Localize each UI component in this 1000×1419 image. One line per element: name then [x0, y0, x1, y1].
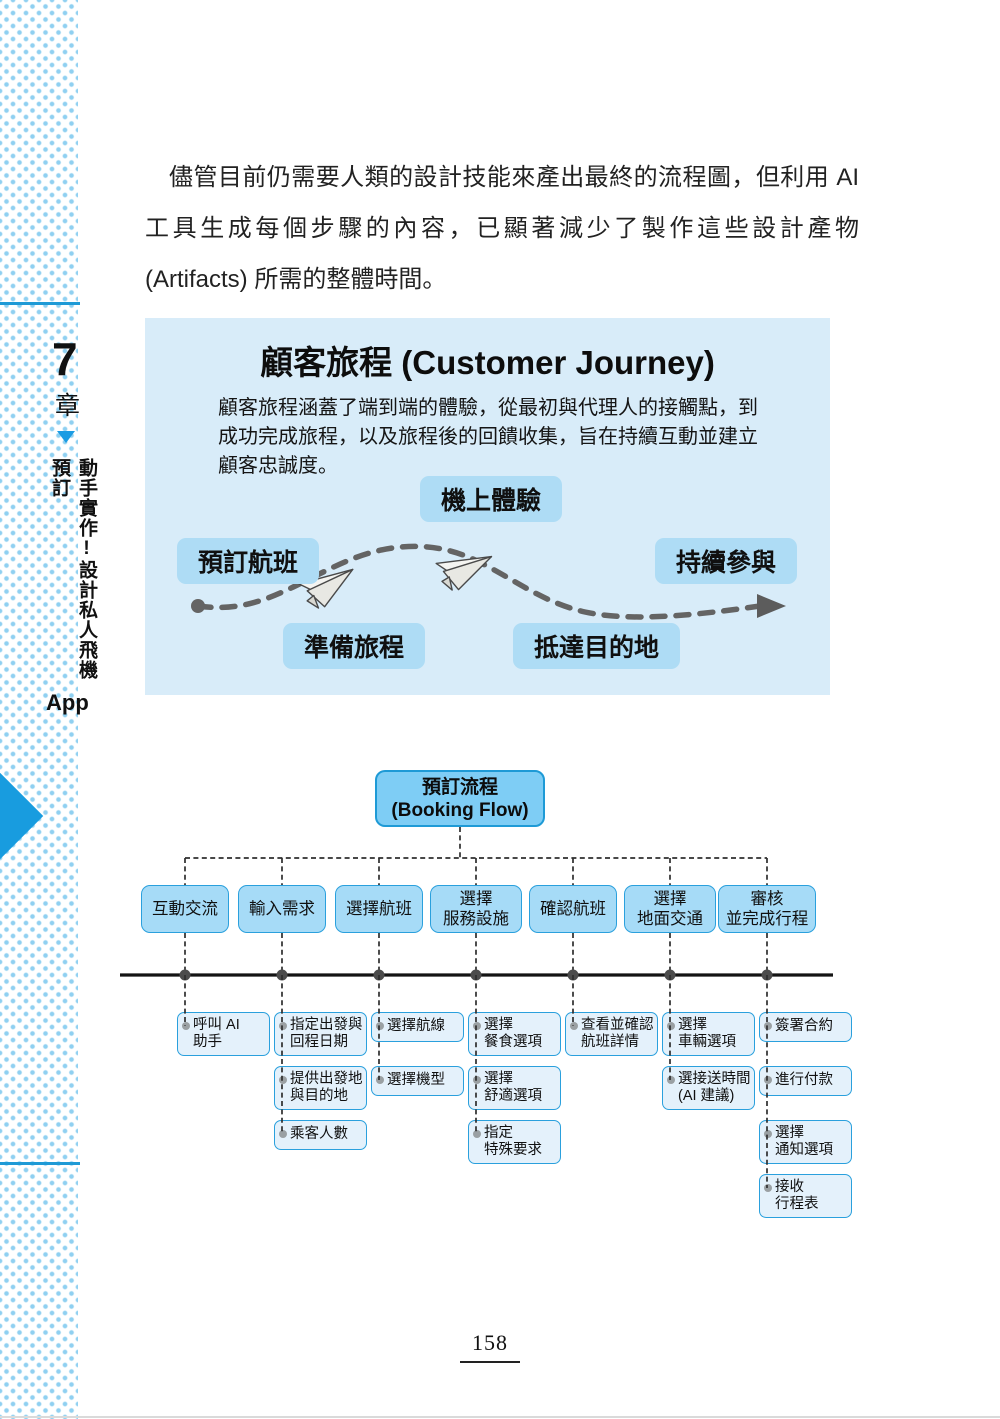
flow-task: 接收行程表: [759, 1174, 852, 1218]
strip-divider-bottom: [0, 1162, 80, 1165]
chapter-arrow-icon: [57, 431, 75, 443]
journey-stage-bottom-right: 抵達目的地: [513, 623, 681, 669]
journey-stage-top: 機上體驗: [420, 476, 563, 522]
flow-task: 簽署合約: [759, 1012, 852, 1042]
journey-title: 顧客旅程 (Customer Journey): [260, 344, 715, 381]
page-number: 158: [472, 1330, 508, 1355]
flow-stage-6: 選擇地面交通: [624, 885, 716, 933]
dotted-pattern-strip: [0, 0, 78, 1419]
journey-path-graphic: [191, 543, 786, 620]
journey-stage-left: 預訂航班: [177, 538, 320, 584]
flow-task: 選擇通知選項: [759, 1120, 852, 1164]
flow-stage-3: 選擇航班: [335, 885, 423, 933]
flow-task: 選擇航線: [371, 1012, 464, 1042]
flow-stage-2: 輸入需求: [238, 885, 326, 933]
flow-task: 指定出發與回程日期: [274, 1012, 367, 1056]
journey-start-dot: [191, 599, 205, 613]
flow-stage-1: 互動交流: [141, 885, 229, 933]
intro-paragraph: 儘管目前仍需要人類的設計技能來產出最終的流程圖，但利用 AI 工具生成每個步驟的…: [145, 164, 859, 293]
journey-stage-bottom-left: 準備旅程: [283, 623, 426, 669]
strip-divider-top: [0, 302, 80, 305]
page-bottom-edge: [0, 1416, 1000, 1418]
flow-task: 指定特殊要求: [468, 1120, 561, 1164]
flow-task: 乘客人數: [274, 1120, 367, 1150]
journey-stage-right: 持續參與: [655, 538, 798, 584]
flow-stage-4: 選擇服務設施: [430, 885, 522, 933]
page-number-rule: [460, 1361, 520, 1363]
paper-plane-icon: [298, 568, 354, 609]
journey-arrowhead-icon: [757, 594, 786, 618]
flow-task: 選擇舒適選項: [468, 1066, 561, 1110]
chapter-title-vertical: 動手實作!設計私人飛機預訂: [49, 458, 97, 680]
flow-task: 選擇機型: [371, 1066, 464, 1096]
customer-journey-panel: 顧客旅程 (Customer Journey) 顧客旅程涵蓋了端到端的體驗，從最…: [145, 318, 830, 695]
chapter-word: 章: [55, 392, 81, 420]
journey-description: 顧客旅程涵蓋了端到端的體驗，從最初與代理人的接觸點，到成功完成旅程，以及旅程後的…: [218, 397, 758, 477]
flow-task: 提供出發地與目的地: [274, 1066, 367, 1110]
flow-stage-7: 審核並完成行程: [718, 885, 816, 933]
chapter-number: 7: [52, 333, 78, 385]
flow-task: 選擇車輛選項: [662, 1012, 755, 1056]
flow-root-node: 預訂流程(Booking Flow): [375, 770, 545, 827]
flow-stage-5: 確認航班: [529, 885, 617, 933]
flow-task: 選接送時間(AI 建議): [662, 1066, 755, 1110]
flow-task: 選擇餐食選項: [468, 1012, 561, 1056]
paper-plane-icon: [435, 555, 493, 591]
flow-task: 進行付款: [759, 1066, 852, 1096]
flow-task: 查看並確認航班詳情: [565, 1012, 658, 1056]
chapter-title-app: App: [46, 690, 89, 715]
